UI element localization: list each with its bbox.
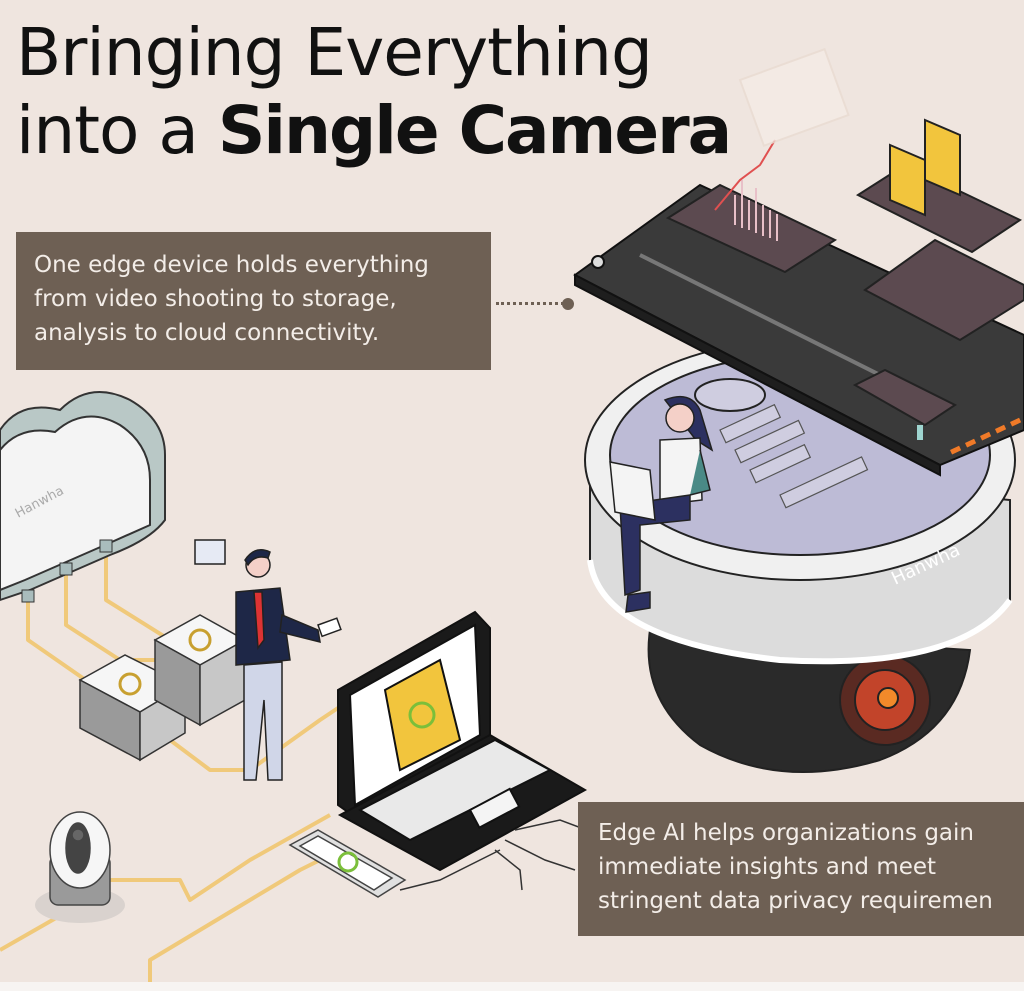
storage-chip-icon [855, 118, 1023, 254]
smartphone-icon [288, 829, 407, 898]
callout-edge-device: One edge device holds everything from vi… [16, 232, 491, 370]
small-chip-icon [852, 368, 957, 440]
headline-line-1: Bringing Everything [16, 14, 653, 91]
callout-line: from video shooting to storage, [34, 286, 397, 312]
headline-line-2-bold: Single Camera [217, 92, 732, 169]
server-stack-icon [78, 614, 247, 762]
callout-line: immediate insights and meet [598, 854, 937, 880]
bottom-border [0, 982, 1024, 991]
headline: Bringing Everything into a Single Camera [16, 14, 732, 170]
callout-connector-dot [562, 298, 574, 310]
laptop-icon [337, 610, 588, 872]
callout-line: analysis to cloud connectivity. [34, 320, 380, 346]
processor-chip-icon [863, 238, 1024, 342]
callout-connector-line [496, 302, 564, 305]
businessman-icon [194, 539, 342, 781]
callout-line: Edge AI helps organizations gain [598, 820, 974, 846]
callout-line: One edge device holds everything [34, 252, 429, 278]
analytics-chip-icon [665, 47, 850, 274]
home-camera-icon [35, 811, 125, 923]
headline-line-2-regular: into a [16, 92, 218, 169]
callout-line: stringent data privacy requiremen [598, 888, 993, 914]
woman-with-laptop-icon [609, 395, 714, 613]
cloud-icon: Hanwha [0, 391, 166, 603]
callout-edge-ai: Edge AI helps organizations gain immedia… [578, 802, 1024, 936]
